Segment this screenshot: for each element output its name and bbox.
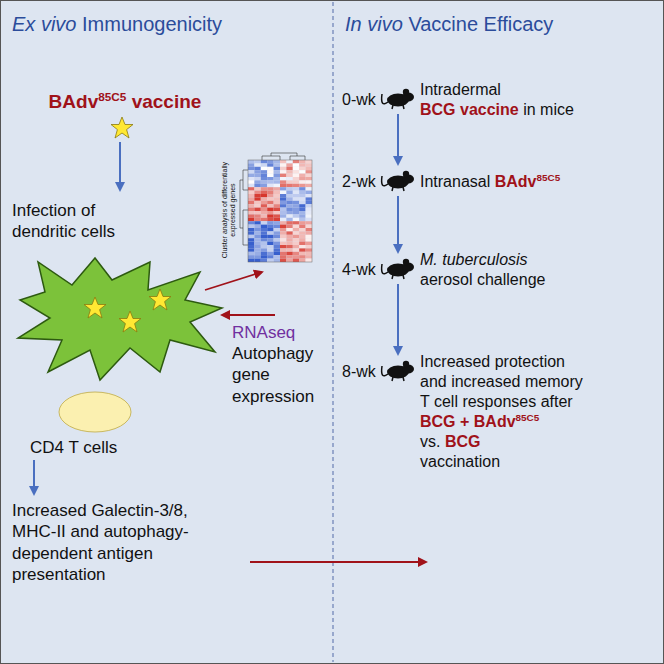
label: 8-wk (342, 363, 376, 380)
label: BAdv (49, 91, 99, 112)
text-group: IntradermalBCG vaccine in mice (420, 80, 655, 120)
label: Autophagy gene expression (232, 344, 314, 406)
text-group: 2-wk (342, 172, 384, 192)
label: M. tuberculosis (420, 251, 528, 268)
arrow (119, 142, 121, 190)
label: 4-wk (342, 261, 376, 278)
label: BAdv (495, 173, 537, 190)
label: BCG + BAdv (420, 413, 516, 430)
label: aerosol challenge (420, 271, 545, 288)
arrow (397, 196, 399, 252)
arrow (33, 460, 35, 494)
mouse-icon (382, 259, 414, 279)
text-group: Autophagy gene expression (232, 343, 327, 407)
text-group: RNAseq (232, 322, 327, 343)
vaccine-star (111, 117, 133, 138)
label: vs. (420, 433, 440, 450)
label: Immunogenicity (82, 13, 222, 35)
label: RNAseq (232, 323, 295, 342)
label: vaccine (132, 91, 202, 112)
arrow (397, 114, 399, 164)
label: CD4 T cells (30, 438, 117, 457)
arrow (250, 561, 426, 563)
text-group: Intranasal BAdv85C5 (420, 172, 655, 192)
label: Infection of dendritic cells (12, 201, 115, 241)
vaccine-star (84, 297, 106, 318)
text-group: 0-wk (342, 90, 384, 110)
label: In vivo (345, 13, 403, 35)
label: 2-wk (342, 173, 376, 190)
label: BCG vaccine (420, 101, 519, 118)
label: 85C5 (537, 172, 561, 183)
text-group: M. tuberculosis aerosol challenge (420, 250, 655, 290)
vaccine-star (119, 311, 141, 332)
label: Intradermal (420, 81, 501, 98)
text-group: CD4 T cells (30, 437, 180, 458)
text-group: In vivo Vaccine Efficacy (345, 12, 657, 37)
mouse-icon (382, 89, 414, 109)
text-group: Ex vivo Immunogenicity (12, 12, 330, 37)
label: Cluster analysis of differentially expre… (221, 162, 236, 258)
vaccine-star (149, 289, 171, 310)
dendritic-cell (18, 258, 222, 380)
text-group: Increased protection and increased memor… (420, 352, 594, 472)
mouse-icon (382, 171, 414, 191)
label: vaccination (420, 453, 500, 470)
label: 85C5 (98, 90, 126, 103)
arrow (205, 272, 262, 290)
label: in mice (523, 101, 574, 118)
label: Increased protection and increased memor… (420, 353, 583, 410)
label: Ex vivo (12, 13, 76, 35)
text-group: Cluster analysis of differentially expre… (221, 155, 237, 265)
arrow (222, 314, 275, 316)
text-group: 4-wk (342, 260, 384, 280)
arrow (397, 284, 399, 354)
label: 85C5 (516, 412, 540, 423)
text-group: Increased Galectin-3/8, MHC-II and autop… (12, 500, 227, 585)
label: BCG (445, 433, 481, 450)
label: 0-wk (342, 91, 376, 108)
mouse-icon (382, 361, 414, 381)
t-cell (59, 392, 131, 432)
label: Vaccine Efficacy (408, 13, 553, 35)
text-group: BAdv85C5 vaccine (40, 90, 210, 114)
heatmap (240, 153, 312, 262)
text-group: Infection of dendritic cells (12, 200, 162, 243)
label: Increased Galectin-3/8, MHC-II and autop… (12, 501, 189, 584)
text-group: 8-wk (342, 362, 384, 382)
label: Intranasal (420, 173, 490, 190)
